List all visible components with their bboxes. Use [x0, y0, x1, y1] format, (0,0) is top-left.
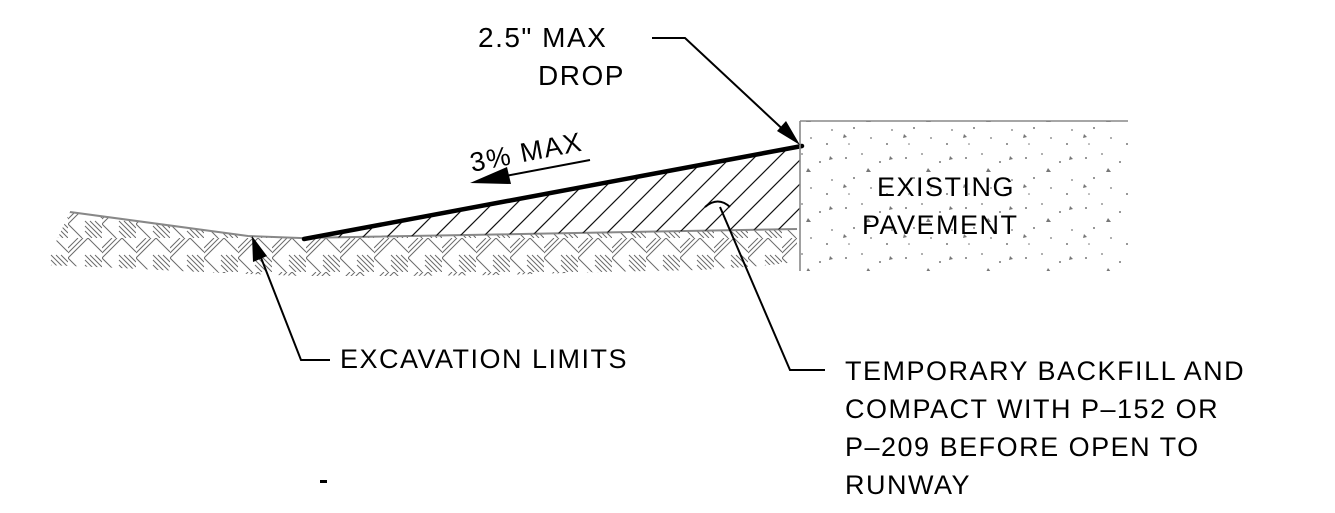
slope-label: 3% MAX	[467, 127, 585, 178]
ramp-top-surface	[301, 143, 805, 242]
max-drop-label-line1: 2.5" MAX	[478, 22, 607, 53]
backfill-label-line2: COMPACT WITH P–152 OR	[845, 394, 1219, 424]
slope-arrow-shaft	[499, 159, 591, 178]
existing-pavement-label-line1: EXISTING	[877, 172, 1015, 202]
backfill-leader-line	[719, 206, 825, 371]
backfill-label-line1: TEMPORARY BACKFILL AND	[845, 356, 1245, 386]
existing-pavement-label-line2: PAVEMENT	[862, 210, 1019, 240]
slope-arrowhead	[470, 167, 511, 184]
backfill-label-line4: RUNWAY	[845, 470, 971, 500]
subgrade-soil	[45, 212, 797, 276]
excavation-leader-line	[257, 249, 330, 361]
excavation-arrowhead	[252, 236, 267, 262]
max-drop-arrowhead	[777, 121, 800, 145]
stray-mark	[320, 480, 327, 483]
backfill-leader-tick	[704, 200, 731, 208]
excavation-limits-label: EXCAVATION LIMITS	[340, 344, 628, 374]
max-drop-label-line2: DROP	[538, 60, 625, 91]
backfill-label-line3: P–209 BEFORE OPEN TO	[845, 432, 1200, 462]
existing-pavement	[800, 121, 1128, 271]
max-drop-leader-line	[652, 37, 791, 137]
